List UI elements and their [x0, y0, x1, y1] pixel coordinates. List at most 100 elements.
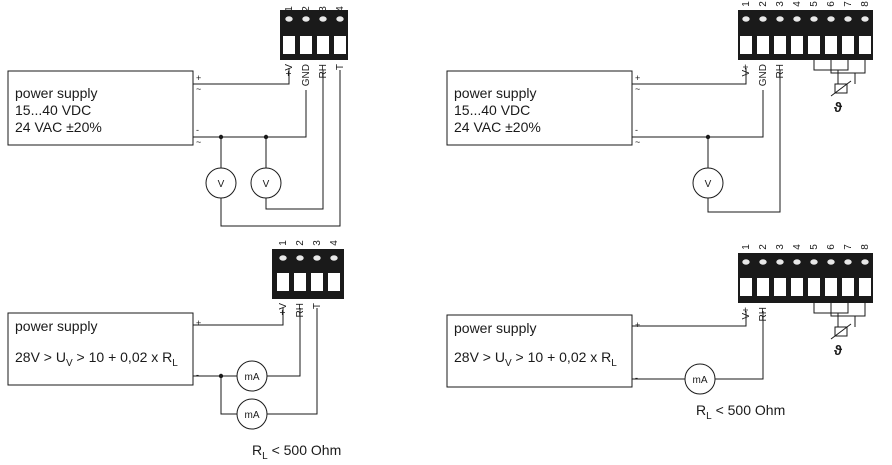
- voltmeter: [250, 167, 282, 199]
- diagram-c: 1 2 3 4 +V RH T power supply 28V > UV > …: [7, 240, 344, 462]
- power-supply-box: [446, 314, 633, 388]
- wire-t: [220, 70, 341, 227]
- svg-text:6: 6: [826, 1, 837, 7]
- svg-text:7: 7: [843, 244, 854, 250]
- supply-formula: 28V > UV > 10 + 0,02 x RL: [15, 349, 178, 369]
- supply-title: power supply: [15, 85, 98, 101]
- supply-terminals: + -: [196, 318, 201, 380]
- pin-number: 2: [301, 6, 312, 12]
- svg-text:4: 4: [792, 1, 803, 7]
- svg-text:3: 3: [775, 244, 786, 250]
- meter-label: mA: [245, 410, 260, 421]
- svg-text:GND: GND: [758, 64, 769, 86]
- wire-plus: [193, 68, 290, 85]
- terminal-slots: [277, 273, 340, 291]
- pin-numbers: 1 2 3 4 5 6 7 8: [741, 1, 871, 7]
- wire-rh: [265, 70, 324, 210]
- terminal-slots: [740, 278, 871, 296]
- wire-t: [220, 308, 318, 415]
- svg-text:1: 1: [278, 240, 289, 246]
- svg-text:4: 4: [792, 244, 803, 250]
- meter-label: V: [263, 179, 270, 190]
- svg-text:2: 2: [758, 244, 769, 250]
- svg-text:-: -: [196, 125, 199, 135]
- terminal-slots: [740, 36, 871, 54]
- supply-terminals: + ~ - ~: [635, 73, 640, 147]
- sensor-slash: [830, 323, 852, 340]
- sensor-leads: [837, 313, 856, 327]
- voltmeter: [692, 167, 724, 199]
- screw-row: [741, 258, 870, 266]
- ammeter: [684, 363, 716, 395]
- pin-labels: V+ GND RH: [741, 64, 786, 86]
- load-note: RL < 500 Ohm: [252, 442, 341, 462]
- terminal-slots: [283, 36, 346, 54]
- svg-text:-: -: [635, 373, 638, 383]
- sensor-slash: [830, 80, 852, 97]
- sensor-leads: [837, 70, 856, 84]
- svg-text:+: +: [196, 318, 201, 328]
- supply-title: power supply: [454, 320, 537, 336]
- sensor-symbol: ϑ: [834, 99, 843, 115]
- svg-text:4: 4: [329, 240, 340, 246]
- meter-label: V: [218, 179, 225, 190]
- sensor-wires: [813, 303, 866, 317]
- diagram-b: 1 2 3 4 5 6 7 8 V+ GND RH ϑ power supply…: [446, 1, 873, 213]
- power-supply-box: [7, 312, 194, 386]
- supply-terminals: + ~ - ~: [196, 73, 201, 147]
- svg-text:6: 6: [826, 244, 837, 250]
- pin-numbers: 1 2 3 4: [284, 6, 346, 12]
- svg-text:~: ~: [196, 137, 201, 147]
- voltmeter: [205, 167, 237, 199]
- supply-dc: 15...40 VDC: [454, 102, 530, 118]
- supply-ac: 24 VAC ±20%: [454, 119, 541, 135]
- meter-label: V: [705, 179, 712, 190]
- svg-text:3: 3: [312, 240, 323, 246]
- meter-label: mA: [693, 375, 708, 386]
- pin-label: GND: [301, 64, 312, 86]
- wire-plus: [193, 308, 284, 326]
- svg-text:8: 8: [860, 244, 871, 250]
- pin-numbers: 1 2 3 4: [278, 240, 340, 246]
- power-supply-box: [7, 70, 194, 146]
- svg-text:8: 8: [860, 1, 871, 7]
- svg-text:2: 2: [295, 240, 306, 246]
- pin-number: 3: [318, 6, 329, 12]
- svg-text:2: 2: [758, 1, 769, 7]
- svg-text:T: T: [312, 303, 323, 309]
- svg-text:~: ~: [635, 137, 640, 147]
- screw-row: [284, 15, 345, 23]
- wire-rh: [707, 70, 781, 213]
- sensor-wires: [813, 60, 866, 74]
- screw-row: [278, 254, 339, 262]
- svg-text:-: -: [635, 125, 638, 135]
- svg-text:5: 5: [809, 1, 820, 7]
- supply-ac: 24 VAC ±20%: [15, 119, 102, 135]
- ammeter: [236, 360, 268, 392]
- pin-number: 4: [335, 6, 346, 12]
- supply-terminals: + -: [635, 320, 640, 383]
- meter-label: mA: [245, 372, 260, 383]
- svg-text:1: 1: [741, 1, 752, 7]
- wire-rh: [193, 308, 301, 377]
- wire-gnd: [632, 90, 764, 138]
- svg-text:+: +: [635, 320, 640, 330]
- power-supply-box: [446, 70, 633, 146]
- pin-label: T: [335, 64, 346, 70]
- supply-title: power supply: [454, 85, 537, 101]
- sensor-symbol: ϑ: [834, 342, 843, 358]
- supply-title: power supply: [15, 318, 98, 334]
- load-note: RL < 500 Ohm: [696, 402, 785, 422]
- svg-text:~: ~: [635, 84, 640, 94]
- pin-numbers: 1 2 3 4 5 6 7 8: [741, 244, 871, 250]
- screw-row: [741, 15, 870, 23]
- pin-labels: +V GND RH T: [284, 64, 346, 87]
- svg-text:1: 1: [741, 244, 752, 250]
- wire-rh: [632, 311, 764, 380]
- wire-plus: [632, 311, 747, 327]
- wire-gnd: [193, 90, 307, 138]
- supply-dc: 15...40 VDC: [15, 102, 91, 118]
- svg-text:5: 5: [809, 244, 820, 250]
- wire-plus: [632, 68, 747, 85]
